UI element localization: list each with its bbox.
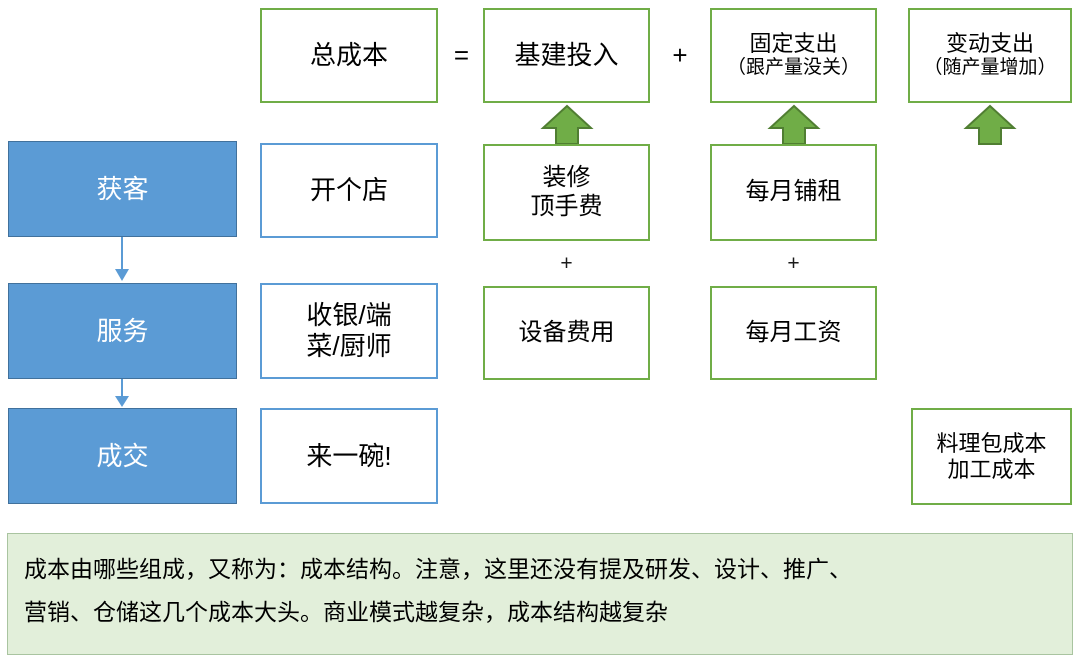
flow-arrow-icon-service-to-deal	[115, 379, 129, 407]
box-variable-cost-line2: （随产量增加）	[923, 57, 1057, 79]
fixed-box-monthly-rent: 每月铺租	[710, 144, 877, 241]
stage-box-acquisition: 获客	[8, 141, 237, 237]
variable-box-ingredient-cost-line2: 加工成本	[947, 456, 1036, 482]
example-box-order-bowl-label: 来一碗!	[306, 440, 392, 471]
operator-plus-top: +	[672, 40, 688, 70]
box-fixed-cost-line2: （跟产量没关）	[726, 57, 860, 79]
up-arrow-icon-fixed	[767, 104, 821, 145]
fixed-box-monthly-rent-label: 每月铺租	[745, 178, 842, 206]
box-total-cost: 总成本	[260, 8, 438, 103]
example-box-open-shop: 开个店	[260, 143, 438, 238]
caption-note-line1: 成本由哪些组成，又称为：成本结构。注意，这里还没有提及研发、设计、推广、	[24, 556, 852, 582]
stage-box-acquisition-label: 获客	[96, 173, 149, 204]
example-box-service-roles-line1: 收银/端	[306, 300, 392, 331]
example-box-order-bowl: 来一碗!	[260, 408, 438, 504]
box-capex-label: 基建投入	[514, 40, 619, 71]
up-arrow-icon-capex	[540, 104, 594, 145]
example-box-service-roles: 收银/端 菜/厨师	[260, 283, 438, 379]
stage-box-deal: 成交	[8, 408, 237, 504]
stage-box-service-label: 服务	[96, 315, 149, 346]
capex-box-renovation: 装修 顶手费	[483, 144, 650, 241]
caption-note: 成本由哪些组成，又称为：成本结构。注意，这里还没有提及研发、设计、推广、 营销、…	[7, 533, 1073, 655]
fixed-box-monthly-salary-label: 每月工资	[745, 318, 842, 346]
box-fixed-cost: 固定支出 （跟产量没关）	[710, 8, 877, 103]
box-fixed-cost-line1: 固定支出	[749, 31, 838, 57]
capex-box-renovation-line1: 装修	[542, 164, 591, 192]
capex-box-equipment: 设备费用	[483, 286, 650, 380]
stage-box-service: 服务	[8, 283, 237, 379]
box-total-cost-label: 总成本	[309, 40, 388, 71]
capex-box-equipment-label: 设备费用	[518, 318, 615, 346]
variable-box-ingredient-cost-line1: 料理包成本	[936, 430, 1047, 456]
operator-plus-capex: +	[560, 252, 573, 275]
capex-box-renovation-line2: 顶手费	[530, 192, 603, 220]
example-box-service-roles-line2: 菜/厨师	[306, 331, 392, 361]
flow-arrow-icon-acquisition-to-service	[115, 237, 129, 281]
box-variable-cost-line1: 变动支出	[945, 31, 1034, 57]
variable-box-ingredient-cost: 料理包成本 加工成本	[911, 408, 1072, 505]
operator-equals: =	[453, 40, 470, 70]
caption-note-line2: 营销、仓储这几个成本大头。商业模式越复杂，成本结构越复杂	[24, 598, 668, 625]
example-box-open-shop-label: 开个店	[309, 175, 388, 206]
box-capex: 基建投入	[483, 8, 650, 103]
box-variable-cost: 变动支出 （随产量增加）	[908, 8, 1072, 103]
up-arrow-icon-variable	[963, 104, 1017, 145]
stage-box-deal-label: 成交	[96, 440, 149, 471]
fixed-box-monthly-salary: 每月工资	[710, 286, 877, 380]
operator-plus-fixed: +	[787, 252, 800, 275]
